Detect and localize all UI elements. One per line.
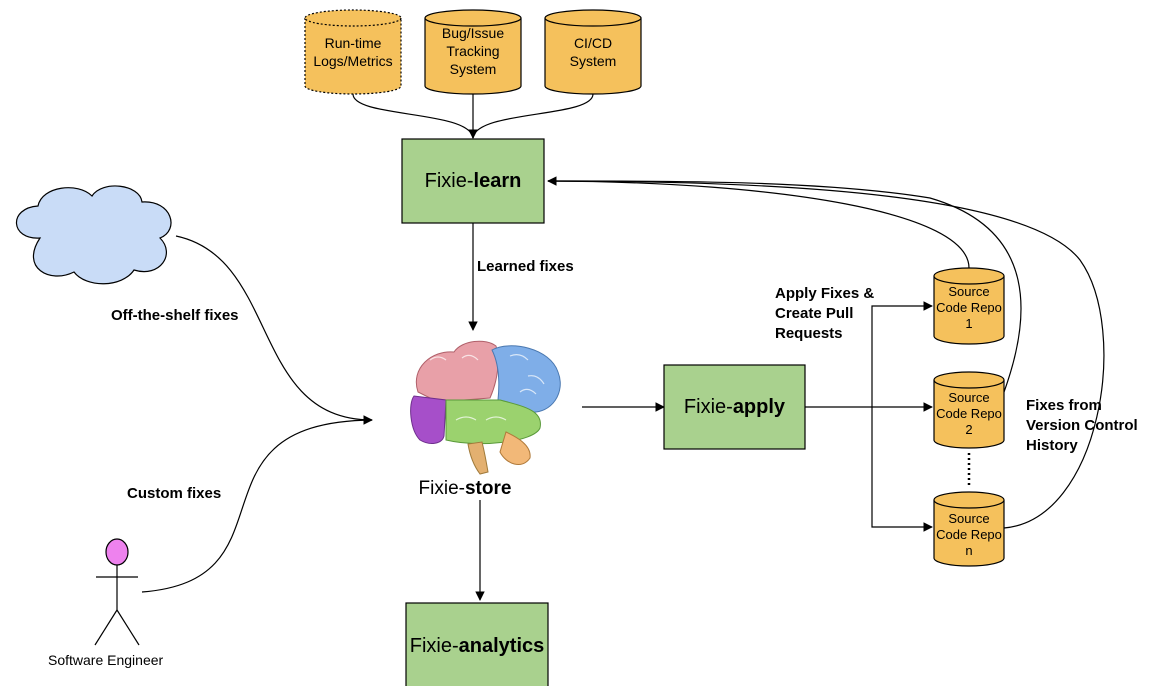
edge-apply-branch xyxy=(871,301,933,407)
fixie-learn-prefix: Fixie- xyxy=(424,169,474,192)
repo-n-cylinder xyxy=(933,491,1005,567)
fixie-apply-label: Fixie-apply xyxy=(664,365,805,449)
repo-n-label: Source Code Repo n xyxy=(936,511,1002,558)
repo-2-label: Source Code Repo 2 xyxy=(936,390,1002,437)
fixie-apply-box xyxy=(663,364,806,450)
edge-runtime-to-learn xyxy=(352,93,474,139)
fixie-learn-suffix: learn xyxy=(473,169,522,192)
repo-2-cylinder xyxy=(933,371,1005,449)
vcs-history-label: Fixes from Version Control History xyxy=(1026,397,1138,454)
fixie-analytics-suffix: analytics xyxy=(458,634,545,657)
software-engineer-actor xyxy=(94,538,140,646)
cicd-label: CI/CD System xyxy=(569,35,617,69)
fixie-learn-label: Fixie-learn xyxy=(402,139,544,223)
edge-cicd-to-learn xyxy=(472,93,594,139)
learned-fixes-label: Learned fixes xyxy=(477,258,574,275)
edge-repo2-to-learn xyxy=(547,180,1022,393)
edge-cloud-to-store xyxy=(175,235,373,425)
fixie-store-suffix: store xyxy=(464,478,512,499)
fixie-analytics-box xyxy=(405,602,549,686)
repo-1-label: Source Code Repo 1 xyxy=(936,284,1002,331)
fixie-analytics-label: Fixie-analytics xyxy=(402,624,552,668)
bug-tracking-label: Bug/Issue Tracking System xyxy=(441,25,505,77)
cicd-cylinder xyxy=(544,9,642,95)
bug-tracking-cylinder xyxy=(424,9,522,95)
brain-icon xyxy=(410,340,561,475)
fixie-apply-prefix: Fixie- xyxy=(683,395,733,418)
edge-engineer-to-store xyxy=(141,419,373,593)
runtime-logs-label: Run-time Logs/Metrics xyxy=(313,35,393,69)
fixie-analytics-prefix: Fixie- xyxy=(409,634,459,657)
edge-repon-to-learn xyxy=(547,180,1105,529)
repo-1-cylinder xyxy=(933,267,1005,345)
actor-head xyxy=(105,538,129,566)
fixie-apply-suffix: apply xyxy=(732,395,786,418)
fixie-store-label: Fixie-store xyxy=(410,476,520,502)
software-engineer-label: Software Engineer xyxy=(48,652,164,668)
apply-fixes-label: Apply Fixes & Create Pull Requests xyxy=(775,285,875,342)
off-the-shelf-label: Off-the-shelf fixes xyxy=(111,307,239,324)
edge-repo1-to-learn xyxy=(547,176,970,269)
fixie-learn-box xyxy=(401,138,545,224)
fixie-store-prefix: Fixie- xyxy=(418,478,465,499)
runtime-logs-cylinder xyxy=(304,9,402,95)
custom-fixes-label: Custom fixes xyxy=(127,485,222,502)
cloud-shape xyxy=(15,185,172,285)
edge-apply-branch-n xyxy=(871,407,933,532)
